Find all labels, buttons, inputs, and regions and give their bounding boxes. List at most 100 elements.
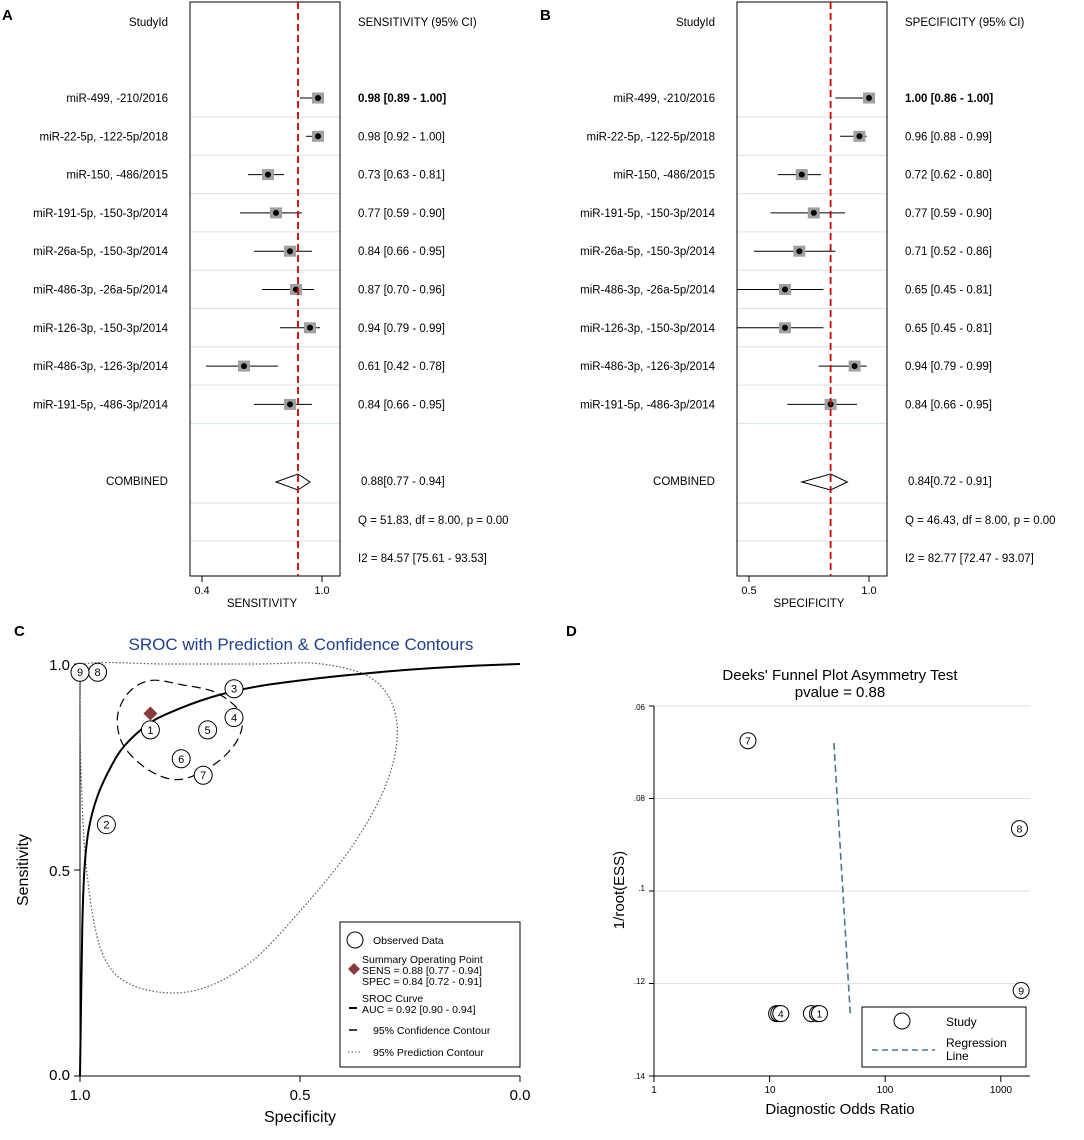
panel-a-point-3 — [273, 209, 279, 216]
panel-b-point-5 — [782, 286, 788, 293]
panel-b-forest-plot: B StudyId SPECIFICITY (95% CI) miR-499, … — [540, 1, 1056, 610]
panel-b-point-2 — [798, 171, 805, 178]
panel-d-xtick-label-1: 10 — [764, 1085, 776, 1096]
panel-c-summary-point — [143, 706, 158, 721]
panel-d-study-point-1 — [810, 1005, 828, 1023]
panel-b-combined-text: 0.84[0.72 - 0.91] — [908, 476, 992, 488]
panel-a-study-label-5: miR-486-3p, -26a-5p/2014 — [33, 285, 168, 297]
panel-a-point-8 — [287, 401, 293, 408]
panel-b-study-label-5: miR-486-3p, -26a-5p/2014 — [580, 285, 715, 297]
panel-c-title: SROC with Prediction & Confidence Contou… — [129, 635, 474, 654]
panel-d-study-label-9: 9 — [1018, 985, 1024, 997]
legend-summary-symbol — [348, 963, 360, 975]
panel-a-study-value-7: 0.61 [0.42 - 0.78] — [358, 361, 445, 373]
panel-a-plot-frame — [189, 1, 341, 577]
legend-summary-title: Summary Operating Point — [362, 954, 483, 966]
panel-b-combined-label: COMBINED — [653, 476, 715, 488]
panel-a-study-label-4: miR-26a-5p, -150-3p/2014 — [33, 246, 168, 258]
panel-b-study-value-7: 0.94 [0.79 - 0.99] — [905, 361, 992, 373]
legend-study-text: Study — [946, 1015, 977, 1029]
panel-d-ytick-label-1: .08 — [634, 794, 646, 803]
panel-d-ytick-label-2: .1 — [638, 884, 645, 893]
panel-d-legend: Study Regression Line — [861, 1006, 1027, 1068]
panel-d-study-point-8 — [1010, 820, 1028, 838]
panel-a-point-6 — [307, 324, 313, 331]
panel-a-study-value-6: 0.94 [0.79 - 0.99] — [358, 323, 445, 335]
panel-a-combined-diamond — [274, 473, 311, 491]
panel-c-xtick-label-1: 0.5 — [290, 1087, 311, 1104]
panel-b-study-value-3: 0.77 [0.59 - 0.90] — [905, 208, 992, 220]
panel-a-study-label-2: miR-150, -486/2015 — [66, 170, 168, 182]
panel-b-study-value-8: 0.84 [0.66 - 0.95] — [905, 399, 992, 411]
panel-b-gridlines — [737, 116, 887, 542]
panel-c-observed-label-9: 9 — [77, 667, 83, 679]
panel-a-q-stat: Q = 51.83, df = 8.00, p = 0.00 — [358, 515, 509, 527]
panel-d-xtick-label-0: 1 — [651, 1085, 657, 1096]
panel-b-point-1 — [856, 133, 863, 140]
panel-a-axis-label: SENSITIVITY — [227, 598, 298, 610]
panel-b-point-6 — [782, 324, 788, 331]
panel-c-observed-label-2: 2 — [103, 820, 109, 832]
panel-a-study-value-8: 0.84 [0.66 - 0.95] — [358, 399, 445, 411]
panel-d-study-label-1: 1 — [817, 1009, 823, 1021]
panel-c-observed-point-9 — [70, 662, 90, 682]
panel-b-study-label-0: miR-499, -210/2016 — [613, 93, 715, 105]
legend-study-symbol — [893, 1012, 911, 1030]
panel-d-ytick-label-3: .12 — [634, 977, 646, 986]
panel-b-i2-stat: I2 = 82.77 [72.47 - 93.07] — [905, 553, 1034, 565]
panel-b-q-stat: Q = 46.43, df = 8.00, p = 0.00 — [905, 515, 1056, 527]
panel-d-ytick-label-0: .06 — [634, 703, 646, 712]
panel-d-study-point-7 — [739, 732, 757, 750]
panel-a-point-4 — [287, 248, 293, 255]
panel-c-observed-label-4: 4 — [231, 713, 237, 725]
panel-b-point-4 — [796, 248, 803, 255]
panel-b-study-label-2: miR-150, -486/2015 — [613, 170, 715, 182]
panel-d-y-label: 1/root(ESS) — [611, 851, 628, 929]
panel-c-ytick-label-1: 0.5 — [49, 863, 70, 880]
panel-d-study-label-8: 8 — [1017, 824, 1023, 836]
panel-d-ytick-label-4: .14 — [634, 1072, 646, 1081]
panel-b-tick-label-0: 0.5 — [741, 585, 756, 597]
panel-d-deeks-funnel-plot: D Deeks' Funnel Plot Asymmetry Test pval… — [566, 623, 1030, 1118]
panel-b-study-value-2: 0.72 [0.62 - 0.80] — [905, 170, 992, 182]
panel-c-legend-box — [339, 921, 521, 1068]
panel-a-combined-label: COMBINED — [106, 476, 168, 488]
panel-a-tick-label-0: 0.4 — [194, 585, 209, 597]
legend-sroc-title: SROC Curve — [362, 993, 423, 1005]
panel-b-col-study: StudyId — [676, 17, 715, 29]
panel-c-sroc-plot: C SROC with Prediction & Confidence Cont… — [14, 623, 530, 1126]
panel-b-study-value-6: 0.65 [0.45 - 0.81] — [905, 323, 992, 335]
panel-a-forest-plot: A StudyId SENSITIVITY (95% CI) miR-499, … — [2, 1, 509, 610]
panel-b-combined-diamond — [799, 473, 849, 491]
panel-a-point-1 — [315, 133, 321, 140]
panel-c-y-label: Sensitivity — [15, 834, 32, 906]
panel-c-observed-point-3 — [224, 679, 244, 699]
legend-regression-text-1: Regression — [946, 1036, 1007, 1050]
panel-d-study-point-4 — [772, 1005, 790, 1023]
panel-a-study-value-3: 0.77 [0.59 - 0.90] — [358, 208, 445, 220]
panel-b-point-7 — [851, 363, 858, 370]
panel-c-x-label: Specificity — [264, 1109, 336, 1126]
panel-a-study-label-1: miR-22-5p, -122-5p/2018 — [40, 131, 169, 143]
panel-a-point-2 — [265, 171, 271, 178]
panel-b-axis-label: SPECIFICITY — [774, 598, 845, 610]
legend-summary-sens: SENS = 0.88 [0.77 - 0.94] — [362, 965, 482, 977]
panel-a-point-0 — [315, 95, 321, 101]
panel-c-prediction-contour — [76, 661, 398, 994]
panel-a-study-value-2: 0.73 [0.63 - 0.81] — [358, 170, 445, 182]
panel-b-point-0 — [866, 95, 872, 101]
panel-b-point-3 — [810, 209, 817, 216]
panel-a-point-7 — [241, 363, 247, 370]
panel-b-study-label-6: miR-126-3p, -150-3p/2014 — [580, 323, 715, 335]
panel-c-observed-point-7 — [193, 765, 213, 785]
panel-d-title-2: pvalue = 0.88 — [795, 684, 886, 701]
legend-conf-text: 95% Confidence Contour — [373, 1025, 491, 1037]
panel-a-col-value: SENSITIVITY (95% CI) — [358, 17, 477, 29]
legend-observed-symbol — [346, 931, 364, 949]
panel-d-study-label-4: 4 — [778, 1009, 784, 1021]
panel-d-study-label-7: 7 — [745, 736, 751, 748]
panel-c-observed-label-6: 6 — [178, 754, 184, 766]
panel-c-xtick-label-0: 1.0 — [70, 1087, 91, 1104]
